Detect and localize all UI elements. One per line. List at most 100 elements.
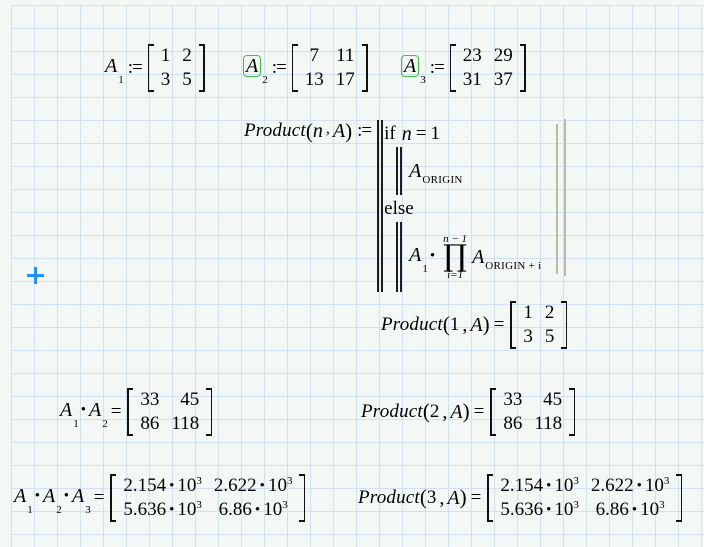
program-branch-else[interactable]: A1 • n − 1 ∏ i=1 AORIGIN + i — [384, 222, 541, 292]
result-matrix-product-3[interactable]: 2.154•103 2.622•103 5.636•103 6.86•103 — [485, 474, 684, 522]
crosshair-horizontal — [27, 274, 44, 277]
matrix-cell[interactable]: 13 — [304, 68, 324, 90]
result-matrix-a1-a2[interactable]: 33 45 86 118 — [125, 388, 214, 436]
matrix-cell: 118 — [171, 412, 200, 434]
matrix-row: 86 118 — [497, 412, 568, 436]
definition-A3[interactable]: A3 := 23 29 31 37 — [401, 44, 528, 92]
matrix-row: 3 5 — [517, 325, 560, 349]
matrix-cell[interactable]: 3 — [160, 68, 171, 90]
product-lower-limit: i=1 — [447, 269, 464, 282]
evaluation-product-1[interactable]: Product(1,A) = 1 2 3 5 — [381, 301, 569, 349]
multiply-dot: • — [80, 402, 86, 419]
definition-A2[interactable]: A2 := 7 11 13 17 — [243, 44, 370, 92]
matrix-row: 23 29 — [457, 44, 519, 68]
program-definition-Product[interactable]: Product(n,A):= if n = 1 AORIGIN — [244, 120, 541, 292]
assign-operator-A1: := — [127, 57, 143, 79]
definition-A1[interactable]: A1 := 1 2 3 5 — [105, 44, 207, 92]
matrix-cell[interactable]: 29 — [493, 45, 513, 66]
open-paren: ( — [419, 485, 427, 510]
variable-name-A2: A2 — [243, 55, 268, 86]
equals-operator: = — [470, 487, 482, 509]
program-arg-A: A — [332, 120, 346, 142]
matrix-bracket-right — [198, 44, 205, 92]
matrix-cell[interactable]: 31 — [462, 68, 482, 90]
matrix-cell[interactable]: 2 — [182, 45, 192, 66]
matrix-bracket-right — [568, 388, 576, 436]
matrix-row: 13 17 — [299, 68, 361, 92]
matrix-cell: 33 — [503, 389, 523, 410]
program-branch-then[interactable]: AORIGIN — [384, 147, 540, 195]
matrix-cell[interactable]: 11 — [336, 45, 355, 66]
crosshair-cursor — [27, 267, 44, 284]
close-paren: ) — [482, 312, 490, 337]
eval-name: Product — [361, 401, 423, 423]
matrix-row: 2.154•103 2.622•103 — [117, 474, 298, 498]
else-factor: A1 — [409, 244, 428, 275]
assign-operator-Product: := — [357, 120, 372, 141]
selection-highlight-A2[interactable]: A — [243, 55, 262, 78]
evaluation-product-3[interactable]: Product(3,A) = 2.154•103 2.622•103 5.636… — [358, 474, 684, 522]
matrix-row: 33 45 — [497, 388, 568, 412]
matrix-bracket-left — [490, 388, 497, 436]
equals-operator: = — [110, 401, 122, 423]
matrix-A1[interactable]: 1 2 3 5 — [146, 44, 207, 92]
program-arg-n: n — [312, 120, 323, 142]
eval-arg-A: A — [447, 486, 460, 509]
matrix-A2[interactable]: 7 11 13 17 — [290, 44, 370, 92]
matrix-cell: 1 — [523, 302, 533, 323]
matrix-A3[interactable]: 23 29 31 37 — [448, 44, 528, 92]
matrix-cell[interactable]: 37 — [493, 68, 513, 90]
eval-arg-n: 2 — [429, 401, 440, 423]
product-operator[interactable]: n − 1 ∏ i=1 — [438, 233, 472, 282]
region-edge-bar-inner[interactable] — [556, 124, 558, 274]
matrix-cell: 2.154•103 — [123, 475, 202, 496]
selection-highlight-A3[interactable]: A — [401, 55, 420, 78]
matrix-cell[interactable]: 5 — [182, 68, 192, 90]
term-A2: A2 — [42, 484, 62, 516]
matrix-row: 5.636•103 6.86•103 — [494, 498, 675, 522]
term-A1: A1 — [60, 398, 79, 430]
matrix-cell[interactable]: 7 — [309, 45, 319, 66]
matrix-bracket-left — [147, 44, 155, 92]
matrix-row: 1 2 — [517, 301, 560, 325]
matrix-bracket-right — [519, 44, 526, 92]
equals-operator: = — [473, 401, 485, 423]
evaluation-product-2[interactable]: Product(2,A) = 33 45 86 118 — [361, 388, 577, 436]
matrix-cell: 2.154•103 — [500, 475, 579, 496]
matrix-row: 7 11 — [299, 44, 361, 68]
result-matrix-a1-a2-a3[interactable]: 2.154•103 2.622•103 5.636•103 6.86•103 — [108, 474, 307, 522]
matrix-cell: 86 — [503, 412, 523, 434]
open-paren: ( — [422, 399, 430, 424]
equals-operator: = — [93, 487, 105, 509]
program-body[interactable]: if n = 1 AORIGIN else — [384, 120, 541, 292]
close-paren: ) — [345, 119, 353, 143]
matrix-cell[interactable]: 17 — [335, 68, 355, 90]
matrix-cell: 6.86•103 — [218, 498, 288, 520]
matrix-bracket-left — [110, 474, 117, 522]
term-A2: A2 — [88, 398, 108, 430]
eval-arg-n: 1 — [449, 314, 460, 336]
eval-name: Product — [381, 314, 443, 336]
program-bar-outer[interactable] — [377, 120, 384, 292]
evaluation-a1-a2[interactable]: A1 • A2 = 33 45 86 118 — [60, 388, 214, 436]
matrix-cell: 45 — [543, 389, 563, 410]
matrix-row: 5.636•103 6.86•103 — [117, 498, 298, 522]
matrix-cell[interactable]: 1 — [160, 45, 171, 66]
evaluation-a1-a2-a3[interactable]: A1 • A2 • A3 = 2.154•103 2.622•103 5.636… — [14, 474, 307, 522]
program-line-if[interactable]: if n = 1 — [384, 120, 540, 147]
program-bar-else[interactable] — [396, 222, 403, 292]
result-matrix-product-1[interactable]: 1 2 3 5 — [508, 301, 569, 349]
comma: , — [462, 313, 468, 336]
program-bar-then[interactable] — [396, 147, 403, 195]
matrix-cell: 86 — [140, 412, 160, 434]
matrix-bracket-right — [675, 474, 683, 522]
matrix-row: 31 37 — [457, 68, 519, 92]
program-line-else[interactable]: else — [384, 195, 540, 222]
assign-operator-A3: := — [429, 57, 445, 79]
matrix-cell[interactable]: 23 — [462, 45, 482, 66]
region-edge-bar-outer[interactable] — [564, 119, 566, 276]
result-matrix-product-2[interactable]: 33 45 86 118 — [488, 388, 577, 436]
equals-operator: = — [415, 123, 427, 144]
matrix-cell: 33 — [140, 389, 160, 410]
